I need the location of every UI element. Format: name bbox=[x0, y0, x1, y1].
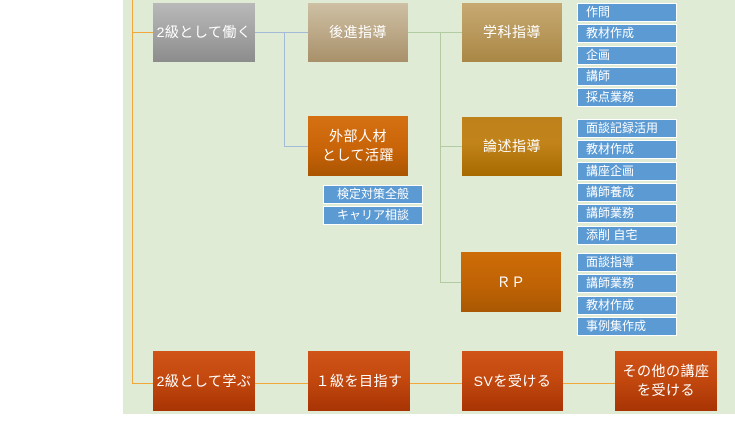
node-label: １級を目指す bbox=[315, 372, 403, 389]
task-exam-prep: 検定対策全般 bbox=[323, 185, 423, 204]
connector-blue-work2-to-mentoring bbox=[255, 32, 308, 33]
task-item: 事例集作成 bbox=[577, 317, 677, 336]
node-label: 論述指導 bbox=[483, 138, 541, 154]
task-item: 教材作成 bbox=[577, 140, 677, 159]
connector-green-to-essay bbox=[440, 146, 462, 147]
node-learn-as-grade2: 2級として学ぶ bbox=[153, 351, 255, 411]
node-label: 学科指導 bbox=[483, 24, 541, 40]
connector-orange-to-work2 bbox=[132, 32, 153, 33]
task-item: 面談指導 bbox=[577, 253, 677, 272]
connector-blue-vertical bbox=[284, 32, 285, 146]
node-label-line2: として活躍 bbox=[321, 147, 395, 163]
task-career-counseling: キャリア相談 bbox=[323, 206, 423, 225]
task-item: 企画 bbox=[577, 46, 677, 65]
task-item: 採点業務 bbox=[577, 88, 677, 107]
node-label: SVを受ける bbox=[473, 372, 552, 389]
node-label-line2: を受ける bbox=[637, 382, 695, 398]
task-item: 講師養成 bbox=[577, 183, 677, 202]
task-item: 作問 bbox=[577, 3, 677, 22]
task-item: 添削 自宅 bbox=[577, 226, 677, 245]
connector-green-vertical bbox=[440, 32, 441, 282]
task-item: 面談記録活用 bbox=[577, 119, 677, 138]
connector-green-to-rp bbox=[440, 282, 461, 283]
task-item: 講師業務 bbox=[577, 204, 677, 223]
connector-orange-vertical bbox=[132, 0, 133, 384]
node-label-line1: 外部人材 bbox=[329, 128, 387, 144]
node-label: 後進指導 bbox=[329, 24, 387, 40]
node-subject-teaching: 学科指導 bbox=[462, 3, 562, 62]
node-essay-teaching: 論述指導 bbox=[462, 117, 562, 176]
connector-green-mentoring-to-subject bbox=[408, 32, 462, 33]
task-item: 教材作成 bbox=[577, 24, 677, 43]
node-aim-grade1: １級を目指す bbox=[308, 351, 410, 411]
node-label-line1: その他の講座 bbox=[622, 363, 710, 379]
node-receive-sv: SVを受ける bbox=[462, 351, 563, 411]
node-roleplay: ＲＰ bbox=[461, 252, 561, 312]
node-external-talent: 外部人材 として活躍 bbox=[308, 116, 408, 176]
connector-blue-to-external bbox=[284, 146, 308, 147]
node-work-as-grade2: 2級として働く bbox=[153, 3, 255, 62]
node-label: ＲＰ bbox=[496, 273, 526, 290]
node-other-courses: その他の講座 を受ける bbox=[615, 351, 717, 411]
task-item: 講師 bbox=[577, 67, 677, 86]
node-junior-mentoring: 後進指導 bbox=[308, 3, 408, 62]
node-label: 2級として学ぶ bbox=[156, 372, 252, 389]
task-item: 講師業務 bbox=[577, 274, 677, 293]
task-item: 講座企画 bbox=[577, 162, 677, 181]
node-label: 2級として働く bbox=[156, 24, 252, 40]
task-item: 教材作成 bbox=[577, 296, 677, 315]
